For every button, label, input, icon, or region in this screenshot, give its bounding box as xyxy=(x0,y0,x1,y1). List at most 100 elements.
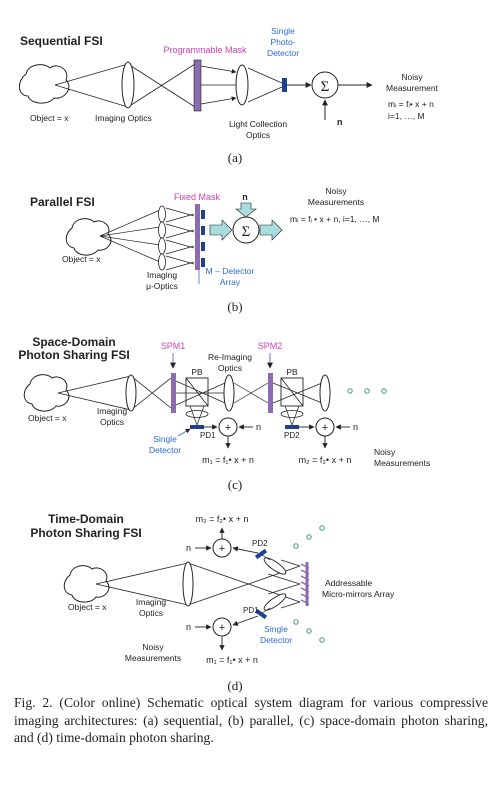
single-detector-c1: Single xyxy=(153,434,177,444)
micro-lens-array xyxy=(158,205,166,271)
equation-c1: m₁ = f₁• x + n xyxy=(202,455,254,465)
equation-b: mᵢ = fᵢ • x + n, i=1, …, M xyxy=(290,214,380,224)
panel-a-title: Sequential FSI xyxy=(20,34,103,48)
pb-label-1: PB xyxy=(191,367,203,377)
panel-d-tag: (d) xyxy=(227,678,242,693)
fixed-mask-label: Fixed Mask xyxy=(174,192,221,202)
measurement-label-b1: Noisy xyxy=(325,186,347,196)
equation-a: mᵢ = fᵢ• x + n xyxy=(388,99,434,109)
detector-label-3: Detector xyxy=(267,48,299,58)
reimaging-label-1: Re-Imaging xyxy=(208,352,252,362)
sum-symbol-b: Σ xyxy=(242,224,251,240)
micro-optics-label-2: μ-Optics xyxy=(146,281,178,291)
dmd-label-1: Addressable xyxy=(325,578,373,588)
plus-d2: + xyxy=(219,543,225,555)
panel-d-title-1: Time-Domain xyxy=(48,512,124,526)
measurement-label-d2: Measurements xyxy=(125,653,181,663)
programmable-mask xyxy=(193,59,202,112)
noise-d2: n xyxy=(186,543,191,553)
collection-label-2: Optics xyxy=(246,130,270,140)
measurement-label-a1: Noisy xyxy=(401,72,423,82)
output-lens-c xyxy=(319,374,331,412)
fat-arrow-out xyxy=(259,219,283,241)
panel-c: Space-Domain Photon Sharing FSI SPM1 SPM… xyxy=(18,335,430,492)
fsi-diagram: Sequential FSI Programmable Mask Single … xyxy=(18,26,439,693)
noise-c2: n xyxy=(353,422,358,432)
imaging-optics-d2: Optics xyxy=(139,608,163,618)
fixed-mask xyxy=(195,204,200,270)
continuation-dots-c xyxy=(347,388,387,394)
measurement-label-a2: Measurement xyxy=(386,83,439,93)
collection-lens xyxy=(235,64,249,106)
equation-d1: m₁ = f₁• x + n xyxy=(206,655,258,665)
pd1-detector xyxy=(190,425,204,429)
panel-d: Time-Domain Photon Sharing FSI m₂ = f₂• … xyxy=(30,512,395,693)
pb1-lens xyxy=(185,410,209,418)
pd1-label: PD1 xyxy=(200,431,216,440)
pb-label-2: PB xyxy=(286,367,298,377)
equation-d2: m₂ = f₂• x + n xyxy=(196,514,249,524)
measurement-label-b2: Measurements xyxy=(308,197,364,207)
plus-d1: + xyxy=(219,622,225,634)
measurement-label-d1: Noisy xyxy=(142,642,164,652)
panel-b-tag: (b) xyxy=(227,299,242,314)
object-label-a: Object = x xyxy=(30,113,69,123)
panel-c-title-1: Space-Domain xyxy=(32,335,115,349)
single-detector-c2: Detector xyxy=(149,445,181,455)
sum-symbol: Σ xyxy=(321,79,330,95)
object-blob-c xyxy=(23,374,70,412)
imaging-optics-d1: Imaging xyxy=(136,597,167,607)
micro-mirror-array xyxy=(300,562,310,606)
imaging-lens-d xyxy=(182,561,194,607)
panel-b-title: Parallel FSI xyxy=(30,195,95,209)
figure-caption: Fig. 2. (Color online) Schematic optical… xyxy=(14,695,488,746)
single-photodetector xyxy=(282,78,287,92)
object-label-c: Object = x xyxy=(28,413,67,423)
imaging-optics-label-a: Imaging Optics xyxy=(95,113,152,123)
dmd-label-2: Micro-mirrors Array xyxy=(322,589,395,599)
spm1-label: SPM1 xyxy=(161,341,186,351)
equation-c2: m₂ = f₂• x + n xyxy=(299,455,352,465)
sum-node-d2 xyxy=(212,538,232,558)
upper-collection-lens xyxy=(263,557,287,575)
plus-c2: + xyxy=(322,422,328,434)
single-detector-d1: Single xyxy=(264,624,288,634)
object-blob-d xyxy=(63,565,110,603)
object-blob xyxy=(19,64,70,104)
panel-c-tag: (c) xyxy=(228,477,242,492)
noise-d1: n xyxy=(186,622,191,632)
fat-arrow-noise xyxy=(235,202,257,218)
spm2-mask xyxy=(268,373,273,413)
detector-array-label-1: M – Detector xyxy=(206,266,255,276)
spm1-mask xyxy=(171,373,176,413)
noise-label-b: n xyxy=(242,192,248,202)
object-blob-b xyxy=(65,218,112,256)
micro-optics-label-1: Imaging xyxy=(147,270,178,280)
panel-c-title-2: Photon Sharing FSI xyxy=(18,348,129,362)
fat-arrow-in xyxy=(209,219,233,241)
detector-label-2: Photo- xyxy=(270,37,295,47)
panel-a: Sequential FSI Programmable Mask Single … xyxy=(19,26,439,165)
single-detector-d2: Detector xyxy=(260,635,292,645)
pd2-detector xyxy=(285,425,299,429)
detector-label-1: Single xyxy=(271,26,295,36)
reimaging-lens xyxy=(223,374,235,412)
object-label-b: Object = x xyxy=(62,254,101,264)
programmable-mask-label: Programmable Mask xyxy=(163,45,247,55)
continuation-dots-d xyxy=(293,525,325,643)
pd2-detector-d xyxy=(254,548,268,560)
panel-b: Parallel FSI Fixed Mask Σ xyxy=(30,186,380,314)
detector-array-label-2: Array xyxy=(220,277,241,287)
index-range-a: i=1, …, M xyxy=(388,111,425,121)
pb2-lens xyxy=(280,410,304,418)
panel-d-title-2: Photon Sharing FSI xyxy=(30,526,141,540)
measurement-label-c1: Noisy xyxy=(374,447,396,457)
panel-a-tag: (a) xyxy=(228,150,242,165)
reimaging-label-2: Optics xyxy=(218,363,242,373)
spm2-label: SPM2 xyxy=(258,341,283,351)
imaging-optics-c2: Optics xyxy=(100,417,124,427)
collection-label-1: Light Collection xyxy=(229,119,287,129)
pd2-label: PD2 xyxy=(284,431,300,440)
pd2-label-d: PD2 xyxy=(252,539,268,548)
noise-label-a: n xyxy=(337,117,343,127)
